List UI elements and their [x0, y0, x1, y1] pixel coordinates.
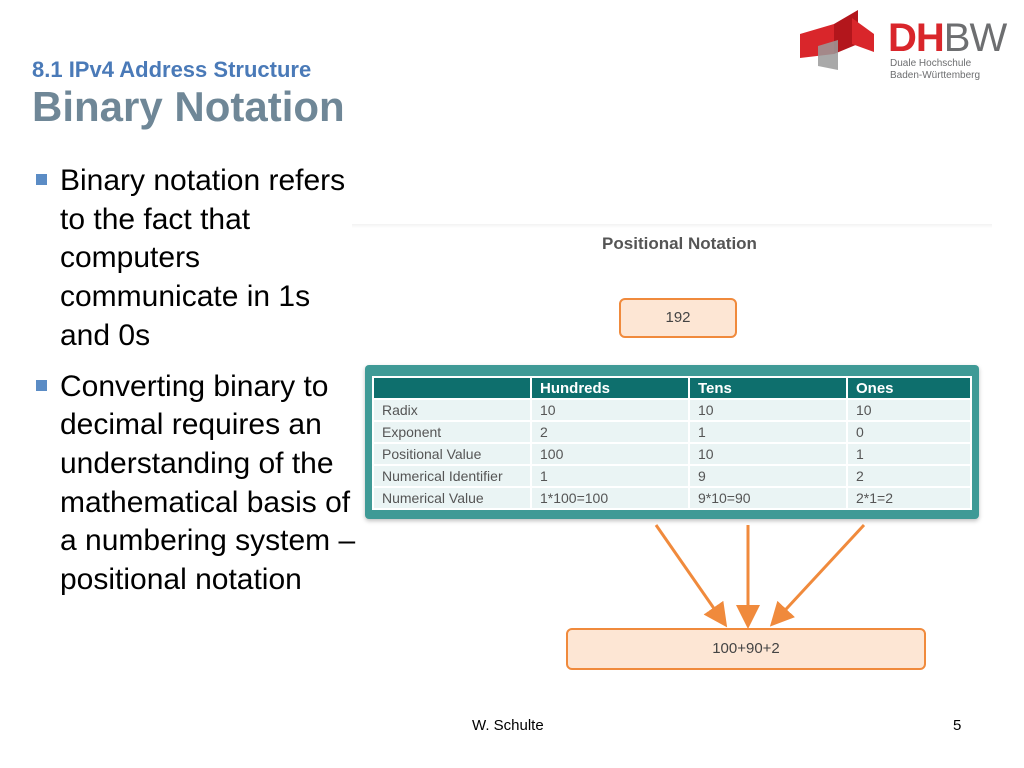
table-cell: 0 — [848, 422, 970, 442]
table-cell: 10 — [690, 400, 846, 420]
page-number: 5 — [953, 717, 962, 734]
positional-table: Hundreds Tens Ones Radix 10 10 10 Expone… — [372, 376, 972, 510]
table-row: Radix 10 10 10 — [374, 400, 970, 420]
number-box: 192 — [619, 298, 737, 338]
bullet-item: Converting binary to decimal requires an… — [36, 368, 356, 600]
logo-line-2: Baden-Württemberg — [890, 70, 981, 81]
table-cell: Exponent — [374, 422, 530, 442]
arrows-group — [654, 523, 866, 629]
arrow-left-icon — [654, 524, 728, 628]
table-cell: Radix — [374, 400, 530, 420]
table-cell: Numerical Value — [374, 488, 530, 508]
arrow-right-icon — [769, 523, 866, 627]
bullet-text: Converting binary to decimal requires an… — [60, 369, 356, 597]
table-header-cell — [374, 378, 530, 398]
table-header-row: Hundreds Tens Ones — [374, 378, 970, 398]
table-cell: 2 — [848, 466, 970, 486]
table-cell: 2*1=2 — [848, 488, 970, 508]
logo-line-1: Duale Hochschule — [890, 58, 972, 69]
bullet-square-icon — [36, 379, 47, 391]
table-header-cell: Ones — [848, 378, 970, 398]
positional-notation-diagram: Positional Notation 192 Hundreds Tens On… — [352, 224, 992, 684]
table-cell: 1 — [848, 444, 970, 464]
table-cell: 9*10=90 — [690, 488, 846, 508]
table-cell: 10 — [532, 400, 688, 420]
bullet-text: Binary notation refers to the fact that … — [60, 164, 346, 352]
sum-box: 100+90+2 — [566, 628, 926, 670]
table-cell: 100 — [532, 444, 688, 464]
table-header-cell: Hundreds — [532, 378, 688, 398]
diagram-title: Positional Notation — [602, 234, 757, 253]
footer-author: W. Schulte — [472, 717, 544, 734]
slide-title: Binary Notation — [32, 83, 345, 130]
table-cell: 1 — [532, 466, 688, 486]
positional-table-frame: Hundreds Tens Ones Radix 10 10 10 Expone… — [365, 365, 979, 519]
diagram-top-fade — [352, 224, 992, 228]
table-cell: 10 — [690, 444, 846, 464]
table-header-cell: Tens — [690, 378, 846, 398]
bullet-item: Binary notation refers to the fact that … — [36, 162, 356, 356]
dhbw-logo: DHBW Duale Hochschule Baden-Württemberg — [796, 6, 1016, 86]
section-subtitle: 8.1 IPv4 Address Structure — [32, 57, 312, 82]
logo-bw: BW — [943, 16, 1007, 60]
table-cell: 10 — [848, 400, 970, 420]
table-cell: 1 — [690, 422, 846, 442]
table-row: Numerical Identifier 1 9 2 — [374, 466, 970, 486]
table-cell: 1*100=100 — [532, 488, 688, 508]
table-cell: Numerical Identifier — [374, 466, 530, 486]
logo-dh: DH — [888, 16, 945, 60]
logo-wordmark: DHBW — [888, 16, 1007, 60]
bullet-square-icon — [36, 174, 47, 185]
logo-subtext: Duale Hochschule Baden-Württemberg — [890, 58, 980, 82]
table-row: Positional Value 100 10 1 — [374, 444, 970, 464]
table-cell: 2 — [532, 422, 688, 442]
table-cell: Positional Value — [374, 444, 530, 464]
table-cell: 9 — [690, 466, 846, 486]
table-row: Numerical Value 1*100=100 9*10=90 2*1=2 — [374, 488, 970, 508]
table-row: Exponent 2 1 0 — [374, 422, 970, 442]
bullet-list: Binary notation refers to the fact that … — [36, 162, 356, 612]
dhbw-logo-mark-icon — [800, 10, 874, 70]
